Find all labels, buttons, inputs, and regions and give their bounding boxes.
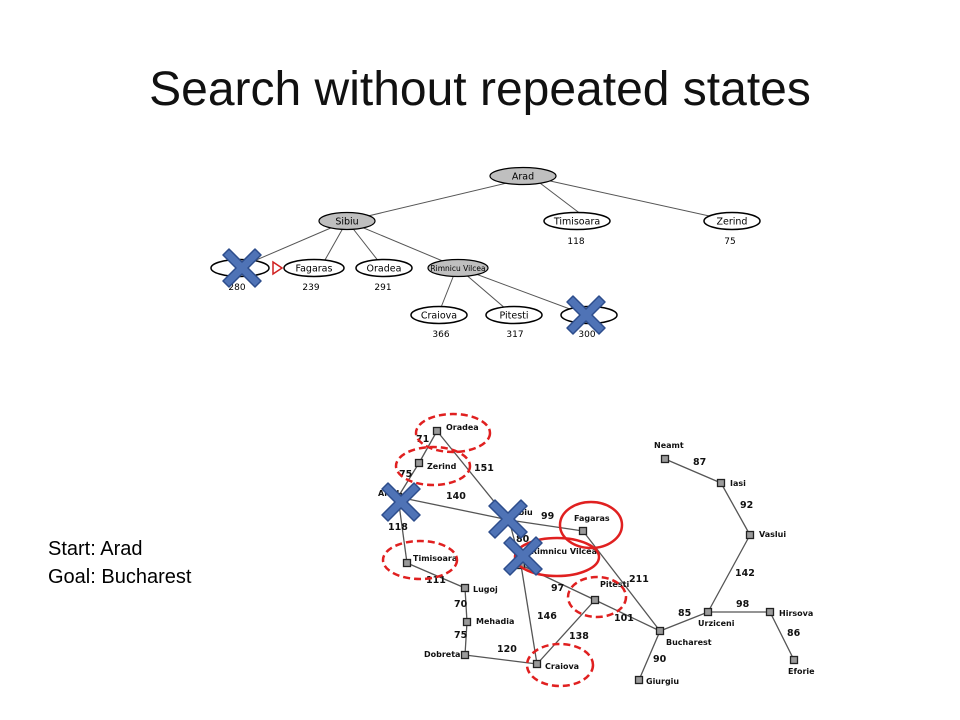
- cost-pitesti: 317: [506, 330, 523, 340]
- dist-rimnicu-craiova: 146: [537, 611, 557, 622]
- city-mehadia: Mehadia: [476, 617, 514, 626]
- tree-node-pitesti: Pitesti: [485, 305, 543, 325]
- tree-node-pitesti-label: Pitesti: [499, 311, 528, 322]
- city-dobreta: Dobreta: [424, 650, 460, 659]
- dist-arad-timisoara: 118: [388, 522, 408, 533]
- city-giurgiu: Giurgiu: [646, 677, 679, 686]
- dashed-circle-oradea: [414, 412, 492, 454]
- dist-oradea-zerind: 71: [416, 434, 429, 445]
- tree-node-timisoara-label: Timisoara: [553, 217, 600, 228]
- cost-sibiu-repeated: 300: [578, 330, 595, 340]
- tree-node-arad-label: Arad: [512, 172, 534, 183]
- dist-pitesti-bucharest: 101: [614, 613, 634, 624]
- city-vaslui: Vaslui: [759, 530, 786, 539]
- tree-edges: [239, 176, 733, 316]
- cost-arad-repeated: 280: [228, 283, 245, 293]
- cross-icon: [488, 499, 528, 539]
- city-fagaras: Fagaras: [574, 514, 610, 523]
- city-timisoara: Timisoara: [413, 554, 457, 563]
- dist-urziceni-vaslui: 142: [735, 568, 755, 579]
- start-label: Start: Arad: [48, 538, 143, 560]
- dist-arad-sibiu: 140: [446, 491, 466, 502]
- city-hirsova: Hirsova: [779, 609, 813, 618]
- dist-urziceni-hirsova: 98: [736, 599, 750, 610]
- cost-fagaras: 239: [302, 283, 319, 293]
- dist-sibiu-fagaras: 99: [541, 511, 554, 522]
- romania-map: Oradea Zerind Arad Timisoara Lugoj Mehad…: [378, 412, 815, 688]
- search-tree: Arad Sibiu Timisoara 118 Zerind 75 280 F…: [210, 166, 761, 340]
- cost-zerind: 75: [724, 237, 735, 247]
- dist-iasi-neamt: 87: [693, 457, 706, 468]
- dist-timisoara-lugoj: 111: [426, 575, 446, 586]
- dist-zerind-arad: 75: [399, 469, 412, 480]
- slide-title: Search without repeated states: [149, 63, 811, 116]
- dist-rimnicu-pitesti: 97: [551, 583, 564, 594]
- solid-circle-fagaras: [558, 500, 624, 550]
- tree-node-rimnicu: Rimnicu Vilcea: [427, 258, 489, 278]
- dist-vaslui-iasi: 92: [740, 500, 753, 511]
- dashed-circle-pitesti: [566, 575, 628, 619]
- dist-fagaras-bucharest: 211: [629, 574, 649, 585]
- dist-mehadia-dobreta: 75: [454, 630, 467, 641]
- city-craiova: Craiova: [545, 662, 579, 671]
- dist-dobreta-craiova: 120: [497, 644, 517, 655]
- dist-bucharest-giurgiu: 90: [653, 654, 667, 665]
- city-oradea: Oradea: [446, 423, 479, 432]
- dashed-circle-craiova: [525, 642, 595, 688]
- tree-node-zerind-label: Zerind: [717, 217, 748, 228]
- tree-node-sibiu: Sibiu: [318, 211, 376, 231]
- city-eforie: Eforie: [788, 667, 815, 676]
- tree-node-arad: Arad: [489, 166, 557, 186]
- tree-node-zerind: Zerind: [703, 211, 761, 231]
- city-neamt: Neamt: [654, 441, 684, 450]
- cost-timisoara: 118: [567, 237, 584, 247]
- city-pitesti: Pitesti: [600, 580, 629, 589]
- city-rimnicu: Rimnicu Vilcea: [531, 547, 597, 556]
- cost-oradea: 291: [374, 283, 391, 293]
- dist-hirsova-eforie: 86: [787, 628, 801, 639]
- arrow-marker-icon: [272, 260, 284, 276]
- goal-label: Goal: Bucharest: [48, 566, 192, 588]
- tree-node-craiova: Craiova: [410, 305, 468, 325]
- tree-node-oradea-label: Oradea: [367, 264, 402, 275]
- dist-oradea-sibiu: 151: [474, 463, 494, 474]
- tree-node-sibiu-label: Sibiu: [335, 217, 358, 228]
- map-city-markers: [393, 426, 799, 685]
- city-lugoj: Lugoj: [473, 585, 498, 594]
- dist-bucharest-urziceni: 85: [678, 608, 691, 619]
- city-iasi: Iasi: [730, 479, 746, 488]
- tree-node-rimnicu-label: Rimnicu Vilcea: [430, 264, 485, 273]
- tree-node-oradea: Oradea: [355, 258, 413, 278]
- dist-craiova-pitesti: 138: [569, 631, 589, 642]
- dist-sibiu-rimnicu: 80: [516, 534, 530, 545]
- tree-node-fagaras-label: Fagaras: [296, 264, 333, 275]
- city-urziceni: Urziceni: [698, 619, 735, 628]
- city-bucharest: Bucharest: [666, 638, 712, 647]
- tree-node-timisoara: Timisoara: [543, 211, 611, 231]
- dashed-circle-zerind: [394, 445, 472, 487]
- dashed-circle-timisoara: [381, 539, 459, 581]
- dist-lugoj-mehadia: 70: [454, 599, 468, 610]
- tree-node-fagaras: Fagaras: [283, 258, 345, 278]
- city-zerind: Zerind: [427, 462, 457, 471]
- tree-node-craiova-label: Craiova: [421, 311, 457, 322]
- cost-craiova: 366: [432, 330, 449, 340]
